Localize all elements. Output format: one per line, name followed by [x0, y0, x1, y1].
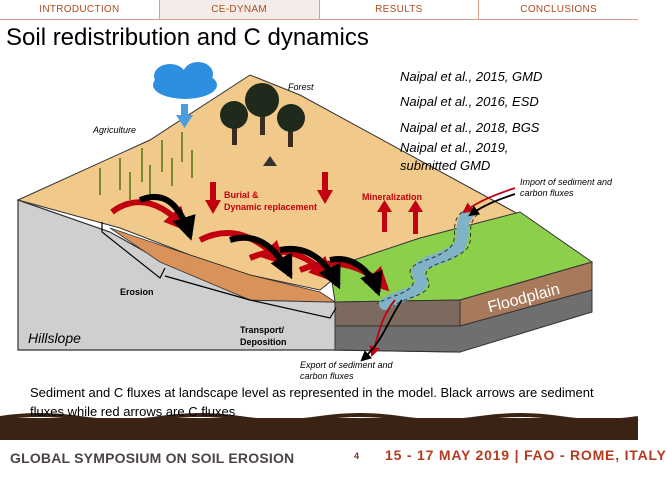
burial-label-line1: Burial &: [224, 190, 259, 200]
erosion-bracket: [101, 222, 166, 279]
transport-label-line2: Deposition: [240, 337, 287, 347]
transport-label-line1: Transport/: [240, 325, 285, 335]
floodplain-base: [334, 289, 593, 353]
mineralization-label: Mineralization: [362, 192, 423, 202]
event-date-location: 15 - 17 MAY 2019 | FAO - ROME, ITALY: [385, 447, 667, 463]
import-label-line1: Import of sediment and: [520, 177, 613, 187]
burial-label-line2: Dynamic replacement: [224, 202, 318, 212]
import-arrows: [462, 187, 516, 217]
reference-5: submitted GMD: [400, 158, 491, 173]
eroding-soil-edge: [109, 227, 337, 303]
agriculture-label: Agriculture: [93, 125, 137, 135]
hillslope-label: Hillslope: [28, 330, 81, 346]
crop-plants-icon: [99, 132, 193, 200]
reference-4: Naipal et al., 2019,: [400, 140, 509, 155]
forest-label: Forest: [288, 82, 314, 92]
symposium-name: GLOBAL SYMPOSIUM ON SOIL EROSION: [10, 450, 295, 466]
landscape-diagram: [0, 62, 639, 440]
import-label-line2: carbon fluxes: [520, 188, 574, 198]
mineralization-arrows: [377, 200, 423, 234]
figure-caption: Sediment and C fluxes at landscape level…: [30, 385, 594, 419]
reference-1: Naipal et al., 2015, GMD: [400, 69, 543, 84]
export-arrows: [360, 299, 403, 362]
reference-3: Naipal et al., 2018, BGS: [400, 120, 540, 135]
export-label-line2: carbon fluxes: [300, 371, 354, 381]
tab-ce-dynam[interactable]: CE-DYNAM: [159, 0, 320, 20]
tab-conclusions[interactable]: CONCLUSIONS: [479, 0, 638, 20]
forest-trees-icon: [220, 83, 305, 166]
soil-band-decoration: [0, 418, 638, 440]
burial-arrows: [205, 172, 333, 214]
sediment-flux-arrows: [138, 193, 383, 297]
reference-2: Naipal et al., 2016, ESD: [400, 94, 539, 109]
top-nav: INTRODUCTION CE-DYNAM RESULTS CONCLUSION…: [0, 0, 638, 20]
river: [379, 206, 476, 310]
rain-cloud-icon: [153, 62, 217, 128]
erosion-label: Erosion: [120, 287, 154, 297]
tab-introduction[interactable]: INTRODUCTION: [0, 0, 160, 20]
export-label-line1: Export of sediment and: [300, 360, 393, 370]
tab-results[interactable]: RESULTS: [319, 0, 480, 20]
page-number: 4: [354, 451, 360, 461]
transport-bracket: [164, 275, 337, 319]
slide-title: Soil redistribution and C dynamics: [6, 24, 369, 51]
